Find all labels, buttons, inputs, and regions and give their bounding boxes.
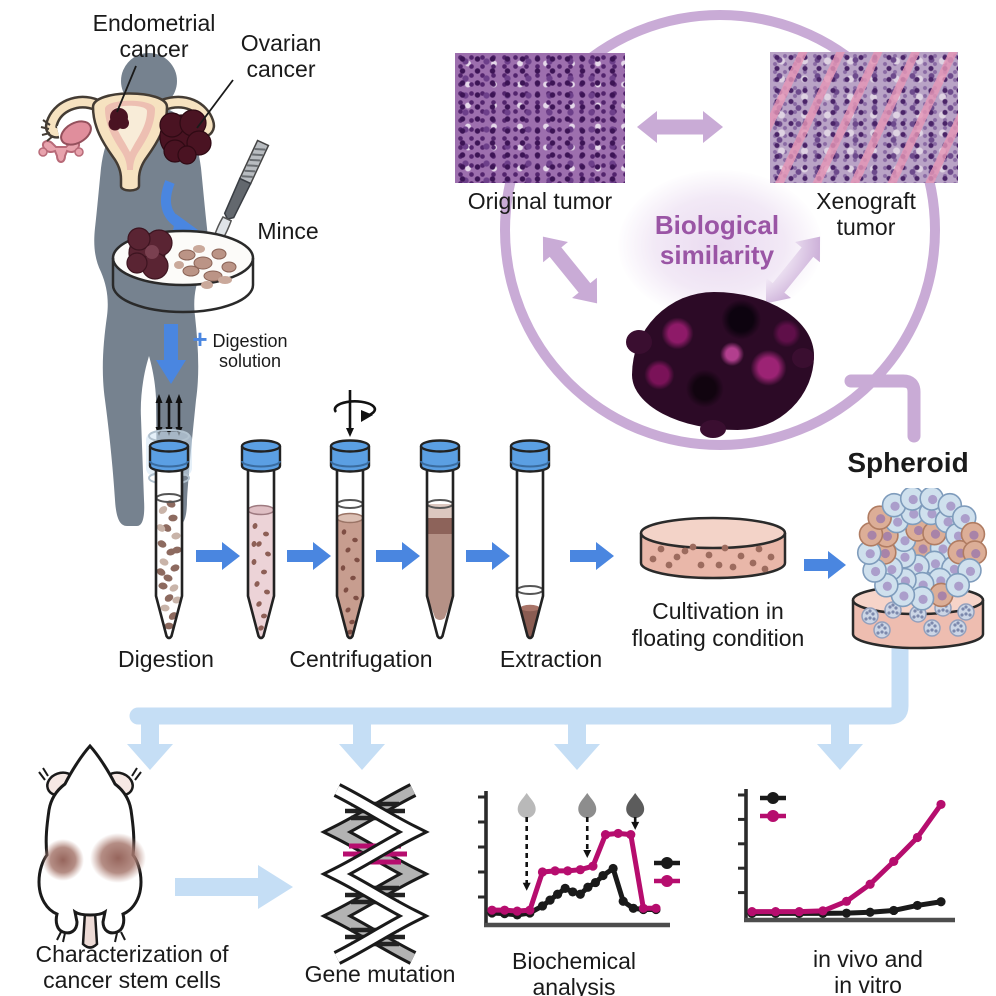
ovary-left [60,120,92,146]
tube-processing-row [146,390,614,640]
branch-arrow-icon [554,714,600,770]
spheroid-histology-image [632,292,814,430]
tube-4 [419,439,461,640]
endometrial-tumor [108,108,129,131]
down-arrow-icon [156,324,186,384]
label-leader-lines [116,65,234,129]
digestion-label: Digestion [118,646,214,672]
branch-arrow-icon [339,714,385,770]
mouse-tumor [42,839,84,881]
branch-connector [127,640,909,770]
spheroid-label: Spheroid [847,447,969,478]
tube-3 [329,439,371,640]
similarity-circle [500,10,940,450]
spheroid-histology-lobe [626,330,652,354]
series-line [752,802,944,915]
digestion-solution-note: Digestion solution [212,331,288,371]
ovarian-cancer-label: Ovarian cancer [240,30,322,82]
mouse-body [37,743,143,935]
ovarian-tumor [159,109,212,165]
cultivation-label: Cultivation in floating condition [631,598,805,651]
flow-arrow-icon [287,542,331,570]
spheroid-cluster-illustration [851,488,988,650]
pelvic-uterus-icon [38,140,84,163]
plus-sign: + [192,324,208,354]
original-tumor-label: Original tumor [467,188,613,214]
spheroid-histology-lobe [792,348,814,368]
mince-dish-illustration [111,139,270,314]
biochemical-label: Biochemical analysis [512,948,636,996]
flow-arrow-icon [376,542,420,570]
rotation-arrow-icon [333,390,377,437]
tube-1 [146,429,192,640]
series-line [492,830,656,914]
mouse-tumor [90,833,146,883]
drug-efficacy-chart [738,789,955,923]
spheroid-histology-lobe [700,420,726,438]
xenograft-tumor-label: Xenograft tumor [816,188,916,240]
mouse-illustration [37,743,146,949]
cultivation-dish-illustration [639,516,787,580]
biochemical-analysis-chart [478,791,680,928]
droplet-icon [626,793,645,818]
dna-helix-illustration [320,783,430,965]
tumor-chunks [126,227,237,289]
endometrial-cancer-label: Endometrial cancer [92,10,216,62]
double-arrow-icon [542,236,598,304]
droplet-icon [578,793,597,818]
double-arrow-icon [637,111,723,143]
flow-arrow-light-icon [175,865,293,909]
xenograft-tumor-histology-image [770,52,958,183]
flow-arrow-icon [466,542,510,570]
spheroid-connector-line [844,374,921,443]
stem-cells-label: Characterization of cancer stem cells [35,941,229,993]
centrifugation-label: Centrifugation [289,646,433,672]
droplet-icon [517,793,536,818]
mince-label: Mince [257,218,319,244]
uterus-illustration [40,92,216,192]
extraction-label: Extraction [499,646,603,672]
mouse-tail [81,910,99,949]
branch-arrow-icon [817,714,863,770]
biological-similarity-title: Biological similarity [654,210,780,270]
efficacy-label: in vivo and in vitro drug efficacy assay [813,946,923,996]
branch-arrow-icon [127,714,173,770]
gene-mutation-label: Gene mutation [304,961,456,987]
flow-arrow-icon [196,542,240,570]
tube-2 [240,439,282,640]
flow-arrow-icon [804,551,846,579]
tube-5 [509,439,551,640]
original-tumor-histology-image [455,53,625,183]
flow-arrow-icon [570,542,614,570]
